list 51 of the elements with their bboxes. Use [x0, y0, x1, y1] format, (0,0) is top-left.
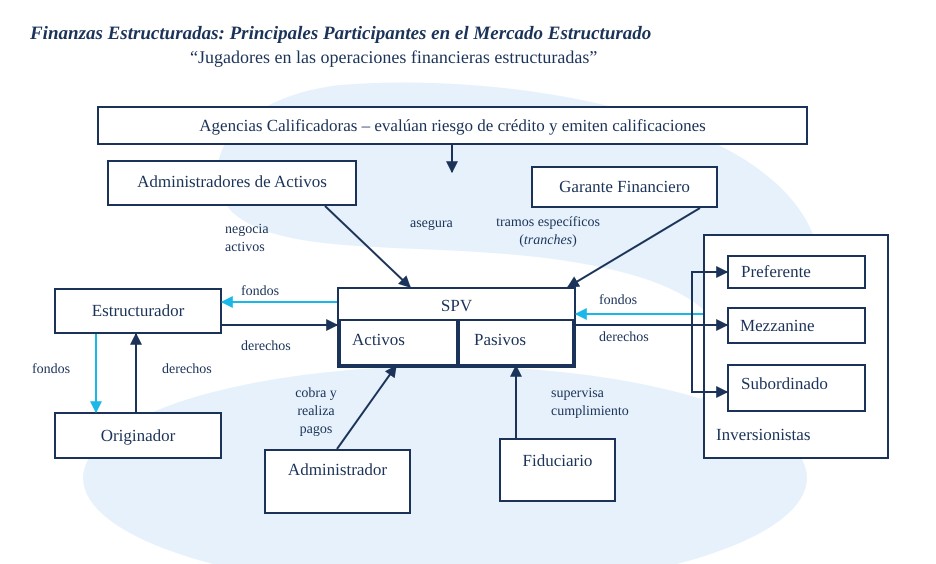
participant-box — [458, 319, 574, 366]
edge-label: fondos — [32, 361, 72, 379]
participant-box — [339, 319, 458, 366]
participant-box — [703, 234, 889, 459]
box-label: Activos — [352, 329, 405, 350]
edge-label: derechos — [599, 329, 650, 347]
diagram-title: Finanzas Estructuradas: Principales Participantes en el Mercado Estructurado — [30, 22, 652, 46]
arrow — [446, 145, 458, 174]
box-label: Pasivos — [474, 329, 526, 350]
note-label: asegura — [410, 215, 453, 233]
box-label: Originador — [100, 424, 176, 446]
box-label: Administrador — [288, 459, 388, 480]
edge-label: derechos — [241, 338, 292, 356]
edge-label: tramos específicos (tranches) — [495, 214, 601, 250]
arrow — [324, 205, 411, 288]
box-label: Fiduciario — [522, 450, 592, 472]
arrow — [566, 207, 701, 288]
arrow — [222, 319, 338, 331]
diagram-subtitle: “Jugadores en las operaciones financieras estructuradas” — [190, 46, 598, 69]
participant-box — [337, 287, 576, 368]
edge-label: supervisa cumplimiento — [551, 385, 630, 421]
participant-box — [54, 412, 222, 459]
box-label: Inversionistas — [716, 424, 810, 445]
box-label: SPV — [440, 295, 472, 316]
participant-box — [97, 106, 808, 145]
edge-label: negocia activos — [225, 221, 270, 257]
box-label: Mezzanine — [740, 314, 815, 336]
participant-box — [499, 438, 616, 502]
participant-box — [727, 364, 866, 412]
box-label: Subordinado — [741, 373, 828, 394]
arrow — [130, 332, 142, 412]
edge-label: derechos — [162, 361, 213, 379]
box-label: Agencias Calificadoras – evalúan riesgo de crédito y emiten calificaciones — [199, 114, 706, 136]
participant-box — [107, 160, 357, 206]
box-label: Estructurador — [92, 300, 184, 322]
participant-box — [727, 307, 866, 344]
arrow — [90, 334, 102, 414]
edge-label: fondos — [241, 283, 280, 301]
participant-box — [531, 166, 718, 208]
edge-label: cobra y realiza pagos — [294, 385, 338, 439]
arrow — [576, 324, 728, 398]
box-label: Preferente — [741, 261, 811, 283]
arrow — [574, 308, 703, 320]
participant-box — [264, 449, 411, 514]
edge-label: fondos — [599, 292, 638, 310]
arrow — [336, 365, 397, 450]
box-label: Administradores de Activos — [137, 171, 327, 192]
arrow — [220, 296, 337, 308]
participant-box — [727, 255, 866, 289]
participant-box — [54, 288, 222, 334]
box-label: Garante Financiero — [559, 176, 690, 198]
